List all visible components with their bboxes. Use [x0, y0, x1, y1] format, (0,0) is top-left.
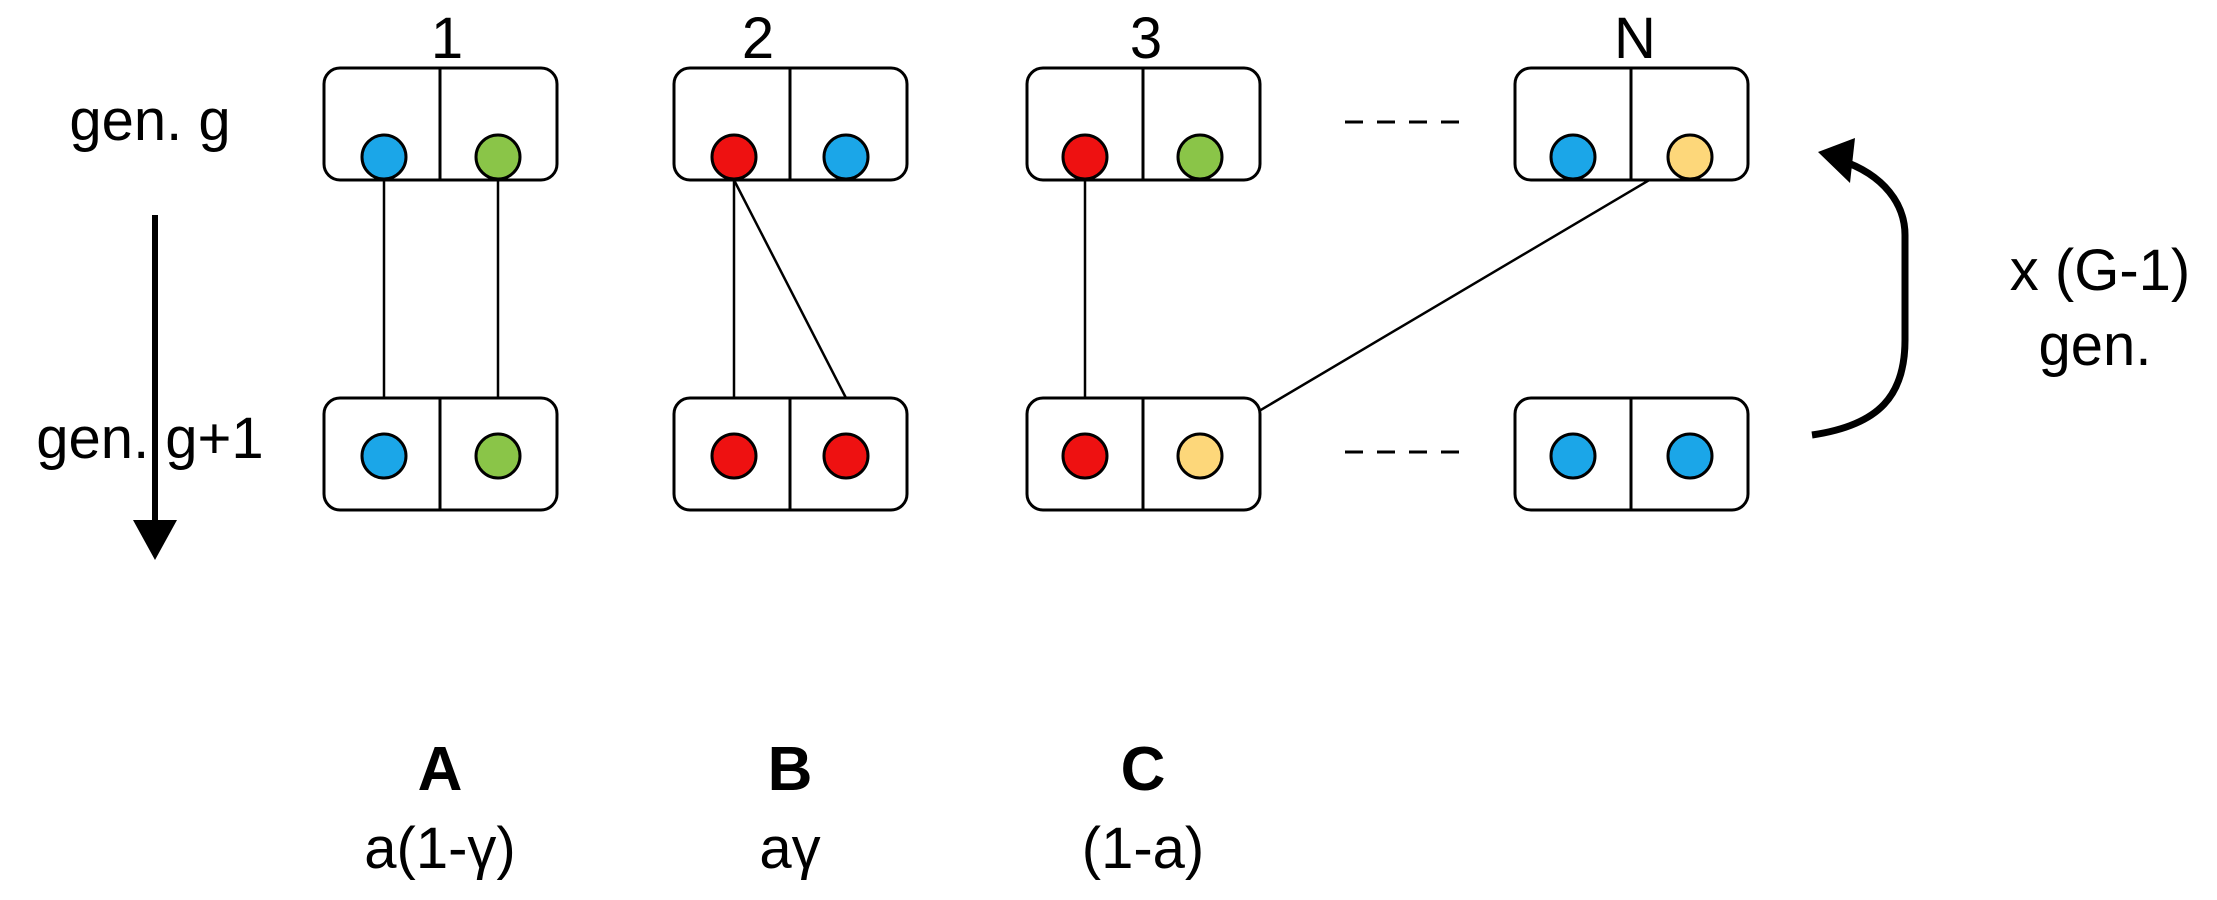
individual-3-bottom: [1025, 396, 1262, 512]
repeat-label-line1: x (G-1): [2010, 238, 2190, 303]
column-label-1: 1: [431, 6, 463, 71]
individual-1-bottom: [322, 396, 559, 512]
allele-dot: [1549, 133, 1597, 181]
lineage-line: [1209, 148, 1701, 442]
allele-dot: [474, 432, 522, 480]
individual-2-top: [672, 66, 909, 182]
column-label-2: 2: [742, 6, 774, 71]
allele-dot: [710, 133, 758, 181]
allele-dot: [822, 133, 870, 181]
allele-dot: [1176, 432, 1224, 480]
allele-dot: [360, 133, 408, 181]
individual-1-top: [322, 66, 559, 182]
case-letter-a: A: [418, 735, 463, 804]
lineage-lines: [382, 148, 1701, 442]
allele-dot: [1666, 133, 1714, 181]
repeat-label-line2: gen.: [2039, 313, 2152, 378]
allele-dot: [822, 432, 870, 480]
allele-dot: [360, 432, 408, 480]
allele-dot: [1549, 432, 1597, 480]
allele-dot: [1666, 432, 1714, 480]
individual-3-top: [1025, 66, 1262, 182]
case-letter-b: B: [768, 735, 813, 804]
case-letter-c: C: [1121, 735, 1166, 804]
allele-dot: [710, 432, 758, 480]
case-prob-a: a(1-γ): [364, 816, 515, 881]
case-prob-c: (1-a): [1082, 816, 1204, 881]
individual-2-bottom: [672, 396, 909, 512]
row-label-gen-g1: gen. g+1: [36, 406, 263, 471]
repeat-curved-arrow-icon: [1811, 138, 1909, 439]
individual-n-bottom: [1513, 396, 1750, 512]
column-label-n: N: [1614, 6, 1656, 71]
lineage-line: [732, 179, 848, 399]
down-arrow-icon: [133, 215, 177, 560]
allele-dot: [474, 133, 522, 181]
allele-dot: [1061, 432, 1109, 480]
allele-dots: [360, 133, 1714, 480]
individual-n-top: [1513, 66, 1750, 182]
case-prob-b: aγ: [759, 816, 820, 881]
allele-dot: [1061, 133, 1109, 181]
row-label-gen-g: gen. g: [69, 88, 230, 153]
allele-dot: [1176, 133, 1224, 181]
column-label-3: 3: [1130, 6, 1162, 71]
